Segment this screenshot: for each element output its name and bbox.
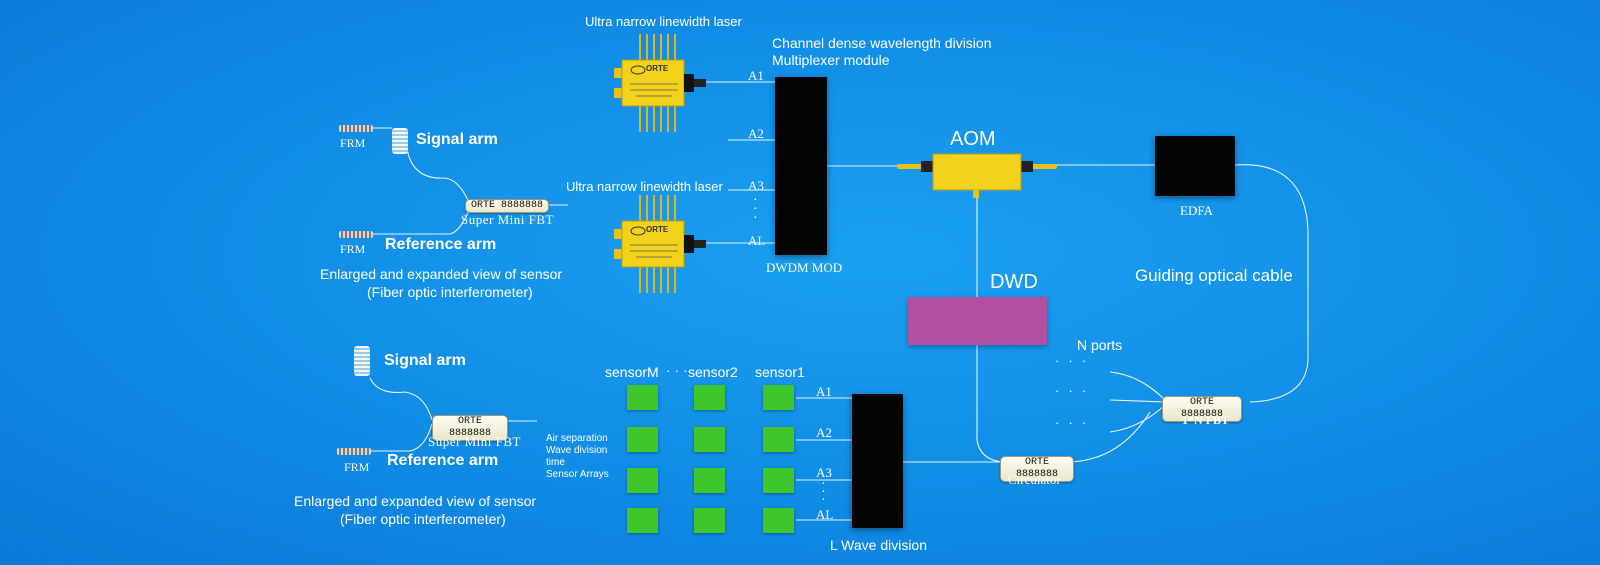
frm-connector-icon	[339, 231, 373, 238]
l-wave-division-label: L Wave division	[830, 537, 928, 553]
aom-label: AOM	[950, 128, 996, 150]
port-dots-3: ···	[1055, 415, 1095, 430]
fbt-1n-device: ORTE 8888888	[1162, 396, 1242, 422]
frm-label-1: FRM	[340, 136, 366, 150]
dwd-box	[908, 297, 1047, 345]
sensor-block	[627, 385, 658, 410]
signal-arm-bottom: Signal arm	[384, 352, 466, 369]
fiber-coil-icon	[354, 346, 370, 376]
label-laser-mid: Ultra narrow linewidth laser	[566, 179, 723, 194]
port-dots-1: ···	[1055, 353, 1095, 368]
laser-brand: ORTE	[646, 64, 669, 73]
caption-bottom-1: Enlarged and expanded view of sensor	[294, 493, 537, 509]
wave-ch-a2: A2	[816, 425, 832, 440]
super-mini-fbt-bottom: ORTE 8888888	[432, 415, 508, 441]
sensor-1-label: sensor1	[755, 364, 805, 380]
caption-top-2: (Fiber optic interferometer)	[367, 284, 533, 300]
sensor-block	[627, 427, 658, 452]
dwdm-ch-al: AL	[748, 233, 766, 248]
dwdm-ch-a3: A3	[748, 178, 764, 193]
laser-top: ORTE	[612, 32, 708, 140]
guiding-cable-label: Guiding optical cable	[1135, 266, 1293, 285]
sensor-block	[627, 468, 658, 493]
air-sep-4: Sensor Arrays	[546, 469, 609, 480]
aom-icon	[897, 153, 1057, 198]
super-mini-fbt-top: ORTE 8888888	[465, 199, 549, 213]
aom-device	[897, 153, 1057, 199]
sensor-block	[763, 468, 794, 493]
circulator-label: Circulator	[1008, 472, 1061, 487]
sensor-dots-label: · · ·	[666, 362, 688, 378]
reference-arm-bottom: Reference arm	[387, 452, 499, 469]
dwdm-title-1: Channel dense wavelength division	[772, 35, 992, 51]
wave-ch-al: AL	[816, 507, 834, 522]
sensor-block	[694, 385, 725, 410]
wave-dots: ···	[821, 477, 826, 508]
frm-connector-icon	[337, 448, 371, 455]
label-laser-top: Ultra narrow linewidth laser	[585, 14, 742, 29]
dwdm-ch-a1: A1	[748, 68, 764, 83]
frm-connector-icon	[339, 125, 373, 132]
dwdm-title-2: Multiplexer module	[772, 52, 890, 68]
dwd-label: DWD	[990, 271, 1038, 293]
fbt-label-bottom: Super Mini FBT	[428, 434, 521, 449]
signal-arm-top: Signal arm	[416, 131, 498, 148]
l-wave-division-block	[852, 394, 903, 528]
frm-label-2: FRM	[340, 242, 366, 256]
sensor-m-label: sensorM	[605, 364, 659, 380]
n-ports-label: N ports	[1077, 337, 1123, 353]
laser-brand: ORTE	[646, 225, 669, 234]
sensor-block	[763, 385, 794, 410]
dwdm-ch-a2: A2	[748, 126, 764, 141]
frm-label-bottom: FRM	[344, 460, 370, 474]
sensor-block	[694, 427, 725, 452]
circulator-device: ORTE 8888888	[1000, 456, 1074, 482]
wave-ch-a3: A3	[816, 465, 832, 480]
sensor-block	[627, 508, 658, 533]
laser-bottom: ORTE	[612, 193, 708, 301]
port-dots-2: ···	[1055, 383, 1095, 398]
sensor-block	[694, 508, 725, 533]
caption-bottom-2: (Fiber optic interferometer)	[340, 511, 506, 527]
dwdm-mod-label: DWDM MOD	[766, 260, 843, 275]
edfa-label: EDFA	[1180, 203, 1213, 218]
laser-module-icon	[614, 34, 706, 132]
fbt-label-top: Super Mini FBT	[461, 212, 554, 227]
edfa-block	[1155, 136, 1235, 196]
sensor-block	[763, 508, 794, 533]
dwdm-dots: ···	[753, 193, 758, 226]
sensor-block	[763, 427, 794, 452]
dwdm-module-block	[775, 77, 827, 255]
air-sep-1: Air separation	[546, 433, 608, 444]
laser-module-icon	[614, 195, 706, 293]
fbt-1n-label: 1*N FBT	[1182, 413, 1230, 427]
caption-top-1: Enlarged and expanded view of sensor	[320, 266, 563, 282]
wave-ch-a1: A1	[816, 384, 832, 399]
sensor-2-label: sensor2	[688, 364, 738, 380]
reference-arm-top: Reference arm	[385, 236, 497, 253]
air-sep-3: time	[546, 457, 565, 468]
air-sep-2: Wave division	[546, 445, 608, 456]
sensor-block	[694, 468, 725, 493]
fiber-coil-icon	[392, 128, 408, 154]
